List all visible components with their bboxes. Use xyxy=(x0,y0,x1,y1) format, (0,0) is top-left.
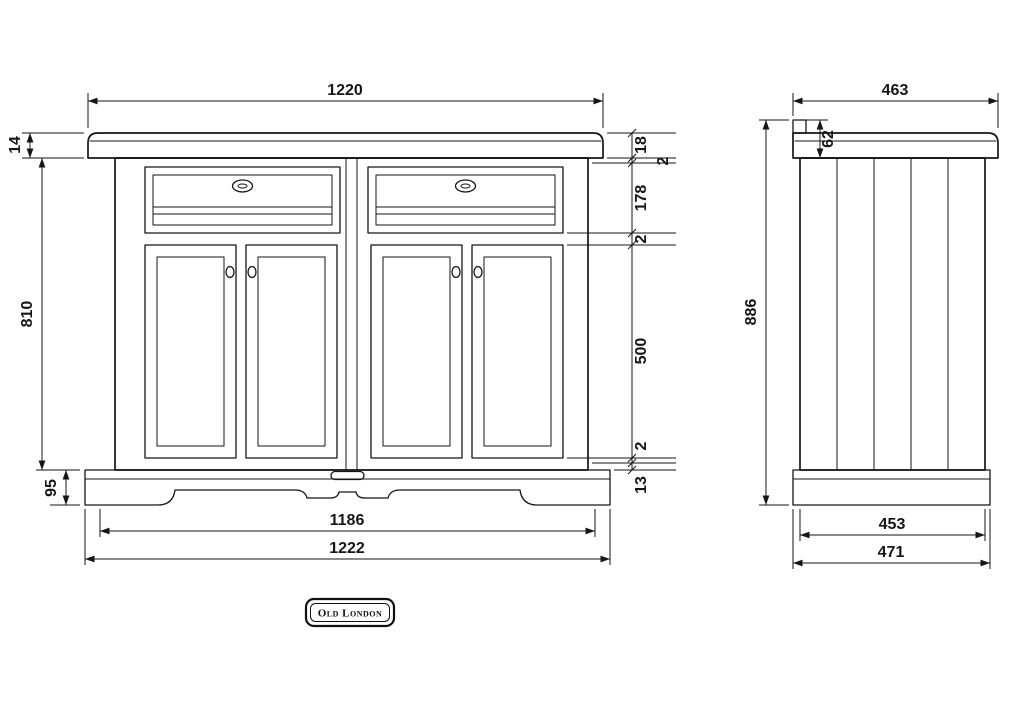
dim-depth-cabinet: 453 xyxy=(799,509,986,541)
worktop-side xyxy=(792,132,999,159)
dim-door-front-label: 500 xyxy=(633,338,650,365)
dim-worktop-thickness: 14 xyxy=(7,132,84,159)
front-view xyxy=(84,132,611,506)
dim-chain-right: 18 2 178 2 500 2 13 xyxy=(567,128,676,494)
logo-frame-outer xyxy=(304,597,396,628)
side-panel xyxy=(799,157,986,471)
dim-cabinet-height-label: 810 xyxy=(19,301,36,328)
worktop-upstand-side xyxy=(792,119,807,134)
dim-width-feet-label: 1186 xyxy=(330,512,365,529)
dim-worktop-edge-label: 18 xyxy=(633,136,650,154)
drawer-handle xyxy=(454,179,477,193)
drawer-right xyxy=(367,166,564,234)
door-knob xyxy=(451,265,461,279)
dim-gap-door-bottom-label: 2 xyxy=(633,441,650,450)
door-4 xyxy=(471,244,564,459)
plinth-front xyxy=(84,469,611,506)
door-3 xyxy=(370,244,463,459)
dim-drawer-front-label: 178 xyxy=(633,185,650,212)
door-knob xyxy=(225,265,235,279)
dim-cabinet-height: 810 xyxy=(19,158,80,471)
door-knob xyxy=(473,265,483,279)
door-knob xyxy=(247,265,257,279)
drawer-handle-inner xyxy=(460,183,471,189)
logo-frame-inner xyxy=(310,603,390,622)
front-dimensions: 1220 14 810 95 xyxy=(7,82,676,565)
logo-badge: Old London xyxy=(304,597,396,628)
worktop-front xyxy=(87,132,604,159)
dim-plinth-height-label: 95 xyxy=(43,479,60,497)
door-1 xyxy=(144,244,237,459)
dim-height-overall-label: 886 xyxy=(743,299,760,326)
dim-height-overall: 886 xyxy=(743,119,789,506)
dim-width-top: 1220 xyxy=(87,82,604,128)
side-view xyxy=(792,119,999,506)
dim-depth-worktop-label: 463 xyxy=(882,82,909,99)
dim-depth-worktop: 463 xyxy=(792,82,999,128)
logo-text: Old London xyxy=(318,608,383,620)
dim-plinth-height: 95 xyxy=(43,470,80,506)
dim-width-overall-label: 1222 xyxy=(329,540,365,557)
side-dimensions: 463 62 886 453 471 xyxy=(743,82,999,569)
drawer-handle xyxy=(231,179,254,193)
dim-width-overall: 1222 xyxy=(84,509,611,565)
dim-depth-cabinet-label: 453 xyxy=(879,516,906,533)
drawer-handle-inner xyxy=(237,183,248,189)
dim-depth-overall: 471 xyxy=(792,509,991,569)
dim-width-top-label: 1220 xyxy=(327,82,363,99)
cabinet-body-front xyxy=(114,157,589,471)
dim-width-feet: 1186 xyxy=(99,509,596,537)
dim-worktop-height: 62 xyxy=(806,119,837,158)
dim-depth-overall-label: 471 xyxy=(878,544,905,561)
door-2 xyxy=(245,244,338,459)
dim-gap-worktop-label: 2 xyxy=(655,156,672,165)
plinth-center-detail xyxy=(330,470,365,481)
dim-worktop-thickness-label: 14 xyxy=(7,136,24,154)
dim-gap-drawer-door-label: 2 xyxy=(633,234,650,243)
drawer-left xyxy=(144,166,341,234)
dim-bottom-rail-label: 13 xyxy=(633,476,650,494)
dim-worktop-height-label: 62 xyxy=(820,130,837,148)
plinth-side xyxy=(792,469,991,506)
